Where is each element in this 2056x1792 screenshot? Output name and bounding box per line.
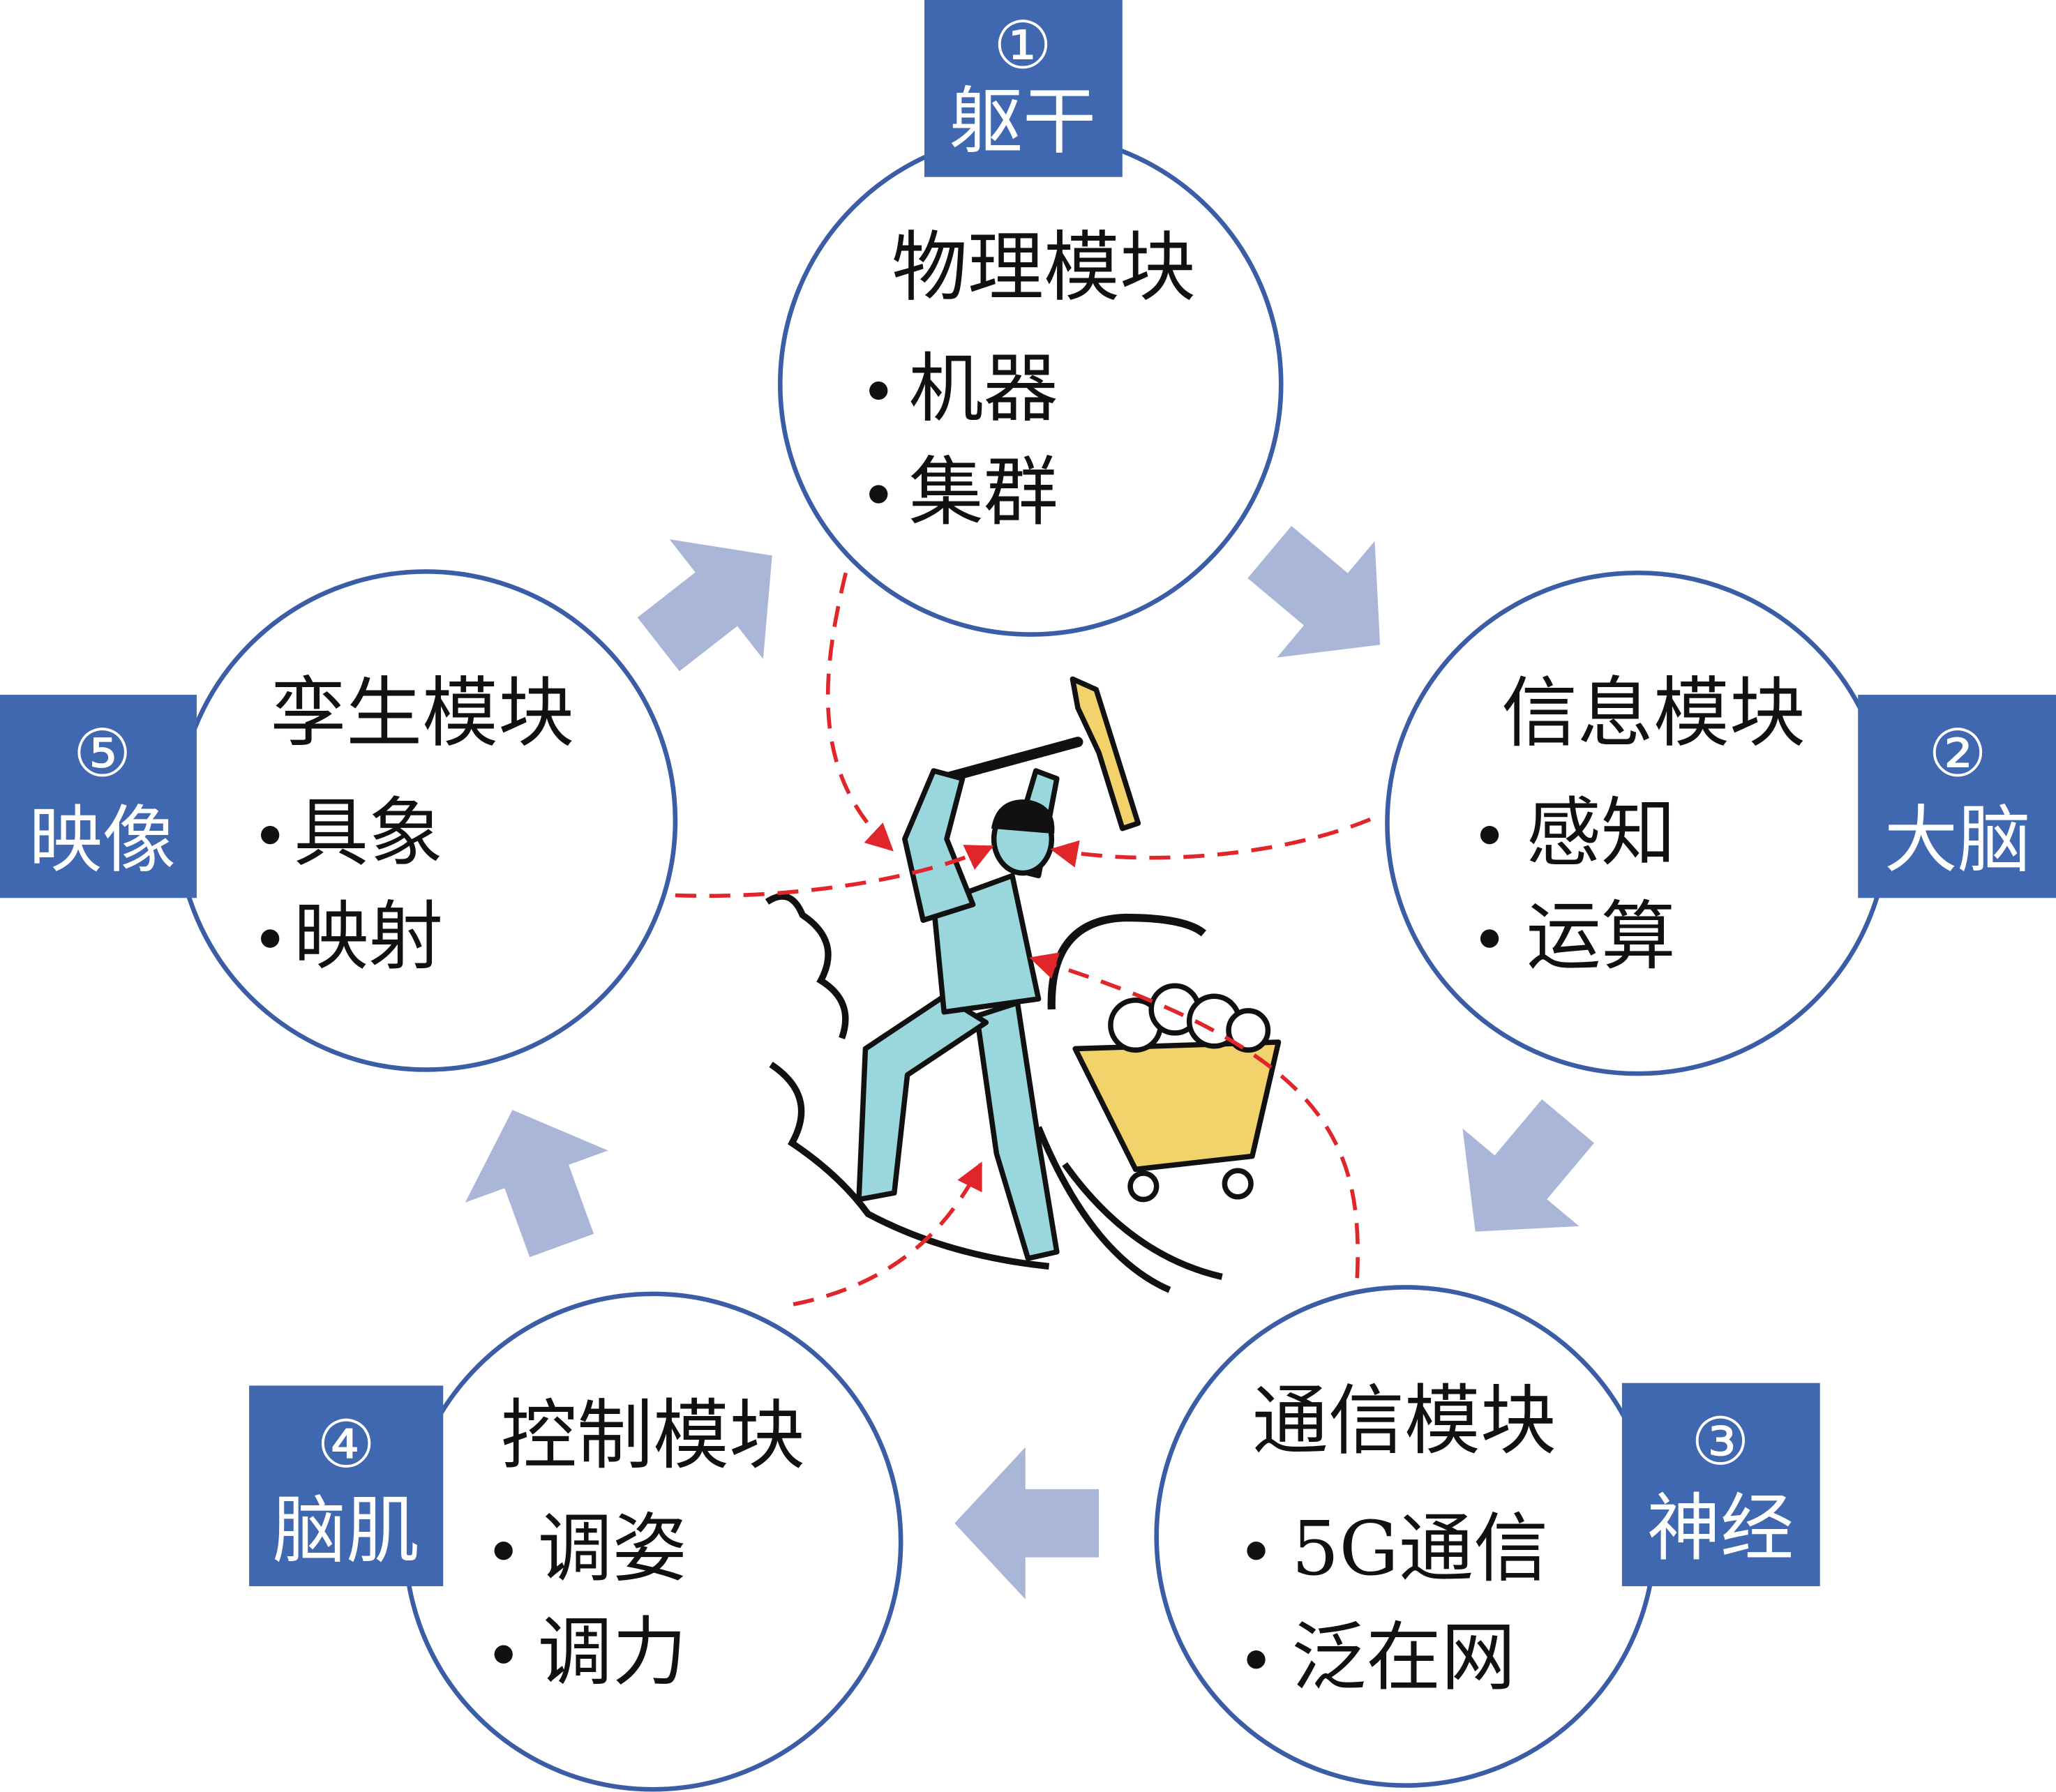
miner-front-leg <box>856 993 989 1203</box>
cart-wheel <box>1127 1170 1160 1203</box>
module-item: 泛在网 <box>1291 1615 1515 1701</box>
rail-line <box>1035 1126 1171 1293</box>
module-information: ② 大脑 信息模块 感知 运算 <box>1385 570 2056 1076</box>
tag-number: ② <box>1928 716 1987 792</box>
tag-number: ③ <box>1691 1404 1750 1480</box>
cart-wheel <box>1222 1168 1254 1200</box>
module-item: 5G通信 <box>1291 1506 1548 1593</box>
bullet-dot <box>1247 1650 1266 1669</box>
flow-arrow-control-to-twin <box>465 1110 608 1258</box>
module-item: 运算 <box>1526 894 1676 980</box>
bullet-dot <box>261 929 280 948</box>
flow-arrow-twin-to-physical <box>637 539 772 672</box>
link-control-to-figure <box>793 1161 983 1307</box>
bullet-dot <box>869 381 888 400</box>
rail-line <box>1062 1162 1223 1281</box>
tag-number: ① <box>993 8 1052 84</box>
bullet-dot <box>869 485 888 504</box>
tag-number: ④ <box>317 1407 375 1483</box>
module-tag <box>0 695 197 898</box>
mine-cart <box>1072 1039 1282 1173</box>
flow-arrow-physical-to-info <box>1247 526 1381 658</box>
pickaxe-head <box>1070 676 1141 831</box>
bullet-dot <box>1247 1542 1266 1560</box>
ore-rock <box>1226 1008 1271 1053</box>
tag-label: 脑肌 <box>273 1488 419 1574</box>
bullet-dot <box>261 825 280 845</box>
tag-label: 映像 <box>29 797 175 882</box>
module-item: 机器 <box>908 346 1058 432</box>
link-physical-to-figure <box>825 572 894 852</box>
module-title: 通信模块 <box>1252 1377 1556 1466</box>
module-tag <box>1858 695 2056 898</box>
module-item: 调力 <box>538 1610 687 1696</box>
module-item: 具象 <box>294 790 443 877</box>
module-item: 映射 <box>294 894 443 980</box>
miner-helmet <box>991 799 1055 834</box>
module-title: 孪生模块 <box>270 669 574 758</box>
module-title: 信息模块 <box>1501 669 1806 758</box>
bullet-dot <box>494 1645 513 1664</box>
bullet-dot <box>1480 929 1499 948</box>
link-info-to-figure <box>1050 817 1372 868</box>
rock-wall-line <box>765 893 849 1039</box>
link-lines <box>675 572 1372 1307</box>
link-twin-to-figure <box>675 845 994 898</box>
bullet-dot <box>1480 825 1499 845</box>
module-tag <box>1621 1383 1820 1586</box>
flow-arrows <box>465 526 1594 1599</box>
link-comm-to-figure <box>1029 952 1360 1279</box>
module-item: 感知 <box>1526 790 1676 877</box>
flow-arrow-info-to-comm <box>1462 1099 1594 1232</box>
module-item: 调姿 <box>538 1506 687 1593</box>
tag-number: ⑤ <box>73 716 131 792</box>
miner-left-arm <box>902 768 976 924</box>
module-title: 控制模块 <box>501 1391 805 1479</box>
module-item: 集群 <box>908 449 1058 536</box>
module-communication: ③ 神经 通信模块 5G通信 泛在网 <box>1154 1285 1820 1788</box>
miner-back-leg <box>974 1000 1060 1261</box>
ground-line <box>769 1062 1050 1270</box>
miner-illustration <box>765 676 1282 1293</box>
flow-arrow-comm-to-control <box>954 1447 1099 1599</box>
tag-label: 神经 <box>1647 1485 1794 1571</box>
module-tag <box>249 1385 444 1586</box>
tag-label: 大脑 <box>1884 797 2031 882</box>
module-title: 物理模块 <box>892 223 1196 312</box>
tag-label: 躯干 <box>950 78 1096 164</box>
module-twin: ⑤ 映像 孪生模块 具象 映射 <box>0 569 678 1072</box>
bullet-dot <box>494 1542 513 1560</box>
module-control: ④ 脑肌 控制模块 调姿 调力 <box>249 1291 903 1792</box>
module-tag <box>924 0 1123 177</box>
module-physical: ① 躯干 物理模块 机器 集群 <box>777 0 1284 637</box>
